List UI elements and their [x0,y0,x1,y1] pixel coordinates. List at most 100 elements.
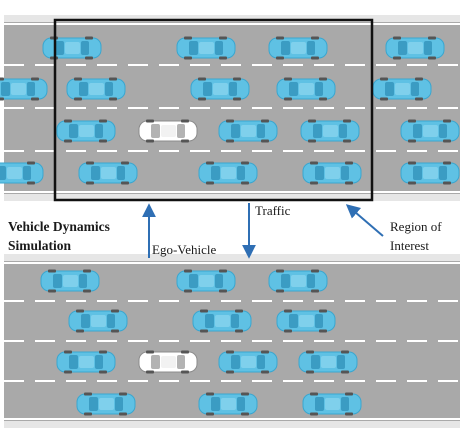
traffic-car-top-8-rear-window [315,82,323,96]
traffic-car-bottom-5-front-window [205,314,214,328]
traffic-car-top-6-front-window [79,82,88,96]
traffic-car-bottom-2-front-window [189,274,198,288]
traffic-car-top-11-wheel-fr [226,139,234,143]
traffic-car-top-4-wheel-fr [393,56,401,60]
traffic-car-bottom-10 [76,392,136,416]
traffic-car-bottom-11-wheel-fr [206,412,214,416]
traffic-car-top-8-roof [299,83,314,95]
traffic-car-top-18-front-window [413,166,422,180]
traffic-car-bottom-3-roof [291,275,306,287]
traffic-car-bottom-3-wheel-fr [276,289,284,293]
traffic-car-bottom-7-front-window [69,355,78,369]
traffic-car-top-5-wheel-fl [0,77,4,81]
traffic-car-bottom-6-front-window [289,314,298,328]
traffic-car-top-18-wheel-fl [408,161,416,165]
traffic-car-bottom-1 [40,269,100,293]
traffic-car-bottom-11-wheel-fl [206,392,214,396]
traffic-car-bottom-10-wheel-rr [119,412,127,416]
traffic-car-top-1 [42,36,102,60]
traffic-car-bottom-9-wheel-fr [306,370,314,374]
traffic-car-top-12-front-window [313,124,322,138]
traffic-car-top-6-roof [89,83,104,95]
traffic-car-top-17-wheel-rl [345,161,353,165]
traffic-car-bottom-9-rear-window [337,355,345,369]
traffic-car-top-6-wheel-rl [109,77,117,81]
traffic-car-top-5-rear-window [27,82,35,96]
traffic-car-top-3-wheel-fr [276,56,284,60]
traffic-car-top-15-wheel-rl [121,161,129,165]
traffic-car-top-9-roof [395,83,410,95]
traffic-car-top-5-front-window [1,82,10,96]
traffic-car-bottom-1-wheel-rr [83,289,91,293]
traffic-car-top-16-wheel-fl [206,161,214,165]
traffic-car-top-18-wheel-fr [408,181,416,185]
traffic-car-top-15 [78,161,138,185]
traffic-car-bottom-11-wheel-rr [241,412,249,416]
traffic-car-bottom-12-wheel-fr [310,412,318,416]
traffic-car-bottom-2-wheel-rl [219,269,227,273]
ego-vehicle-car-bottom-wheel-fl [146,350,154,354]
ego-vehicle-car-bottom-rear-window [177,355,185,369]
traffic-car-top-17-wheel-rr [345,181,353,185]
traffic-car-top-1-roof [65,42,80,54]
traffic-car-top-3-roof [291,42,306,54]
vehicle-dynamics-label-line1: Vehicle Dynamics [8,219,110,234]
traffic-car-bottom-3-wheel-fl [276,269,284,273]
traffic-car-bottom-7-wheel-rr [99,370,107,374]
traffic-car-top-2-wheel-fr [184,56,192,60]
traffic-car-top-13-wheel-rl [443,119,451,123]
traffic-car-top-14-front-window [0,166,6,180]
traffic-car-bottom-10-rear-window [115,397,123,411]
traffic-car-top-9-wheel-fr [380,97,388,101]
traffic-car-top-9 [372,77,432,101]
traffic-car-top-4-wheel-rl [428,36,436,40]
traffic-car-bottom-7-wheel-rl [99,350,107,354]
traffic-car-top-4-front-window [398,41,407,55]
traffic-car-bottom-10-wheel-fr [84,412,92,416]
traffic-car-top-11-wheel-rr [261,139,269,143]
traffic-car-bottom-8-front-window [231,355,240,369]
traffic-car-bottom-5-wheel-fl [200,309,208,313]
traffic-car-bottom-7 [56,350,116,374]
vehicles-layer [0,36,460,416]
ego-vehicle-car-bottom-front-window [151,355,160,369]
traffic-car-top-6-wheel-fl [74,77,82,81]
traffic-car-bottom-7-wheel-fl [64,350,72,354]
traffic-car-bottom-7-wheel-fr [64,370,72,374]
traffic-car-bottom-6-rear-window [315,314,323,328]
traffic-car-top-10-wheel-fr [64,139,72,143]
traffic-car-bottom-9-roof [321,356,336,368]
traffic-car-bottom-2-wheel-fr [184,289,192,293]
traffic-car-top-2-wheel-fl [184,36,192,40]
traffic-car-top-7-wheel-rr [233,97,241,101]
traffic-car-top-11-front-window [231,124,240,138]
traffic-car-top-17-wheel-fr [310,181,318,185]
ego-vehicle-car-top-wheel-rr [181,139,189,143]
traffic-car-top-8 [276,77,336,101]
traffic-car-top-17-front-window [315,166,324,180]
traffic-car-bottom-12-front-window [315,397,324,411]
traffic-car-top-5-roof [11,83,26,95]
traffic-car-bottom-2 [176,269,236,293]
traffic-car-top-4 [385,36,445,60]
traffic-car-bottom-11-front-window [211,397,220,411]
traffic-car-bottom-10-roof [99,398,114,410]
traffic-car-bottom-4-wheel-rr [111,329,119,333]
traffic-car-bottom-3-wheel-rl [311,269,319,273]
bottom-road-shoulder-top [4,254,460,261]
traffic-car-top-7-wheel-fl [198,77,206,81]
traffic-car-top-5-wheel-fr [0,97,4,101]
traffic-car-top-16-roof [221,167,236,179]
traffic-car-top-12-wheel-rr [343,139,351,143]
ego-vehicle-car-bottom-wheel-rl [181,350,189,354]
traffic-car-bottom-3-front-window [281,274,290,288]
traffic-car-top-1-front-window [55,41,64,55]
traffic-car-top-12-roof [323,125,338,137]
traffic-car-top-15-front-window [91,166,100,180]
traffic-car-top-5-wheel-rr [31,97,39,101]
traffic-car-top-13-roof [423,125,438,137]
traffic-car-top-2-wheel-rl [219,36,227,40]
traffic-car-top-12-rear-window [339,124,347,138]
ego-vehicle-car-bottom-roof [161,356,176,368]
traffic-car-bottom-10-front-window [89,397,98,411]
